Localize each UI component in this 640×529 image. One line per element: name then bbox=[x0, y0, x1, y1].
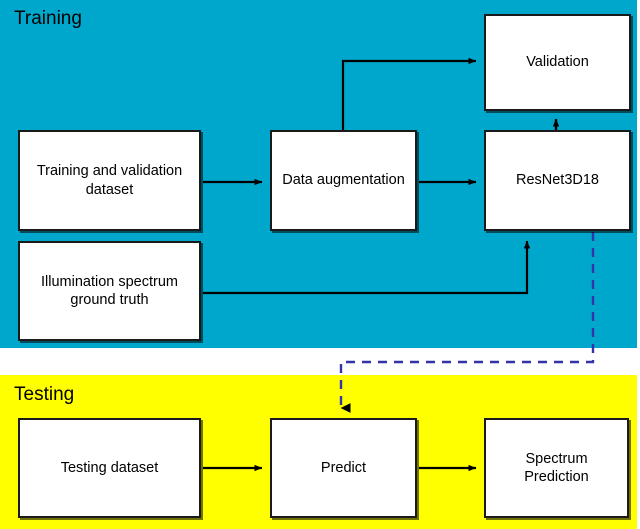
testing-panel-label: Testing bbox=[14, 384, 75, 405]
node-data-augmentation[interactable]: Data augmentation bbox=[270, 130, 417, 231]
node-spectrum-prediction[interactable]: Spectrum Prediction bbox=[484, 418, 629, 518]
node-testing-dataset[interactable]: Testing dataset bbox=[18, 418, 201, 518]
node-validation[interactable]: Validation bbox=[484, 14, 631, 111]
node-illumination-spectrum-ground-truth[interactable]: Illumination spectrum ground truth bbox=[18, 241, 201, 341]
node-training-and-validation-dataset[interactable]: Training and validation dataset bbox=[18, 130, 201, 231]
node-resnet3d18[interactable]: ResNet3D18 bbox=[484, 130, 631, 231]
training-panel-label: Training bbox=[14, 8, 82, 29]
node-predict[interactable]: Predict bbox=[270, 418, 417, 518]
